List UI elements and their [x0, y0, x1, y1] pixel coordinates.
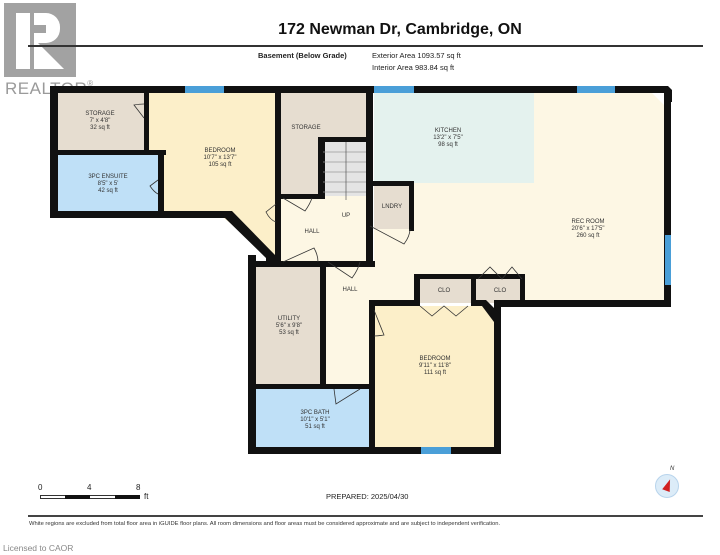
- license-watermark: Licensed to CAOR: [3, 543, 74, 553]
- svg-text:HALL: HALL: [342, 287, 358, 293]
- realtor-logo: [4, 3, 76, 77]
- svg-text:20'6" x 17'5": 20'6" x 17'5": [572, 226, 605, 232]
- stairs: [323, 141, 370, 204]
- room-labels: STORAGE 7' x 4'8" 32 sq ft 3PC ENSUITE 8…: [85, 111, 604, 430]
- svg-text:8'5" x 5': 8'5" x 5': [98, 181, 119, 187]
- svg-text:STORAGE: STORAGE: [291, 125, 320, 131]
- svg-text:KITCHEN: KITCHEN: [435, 128, 461, 134]
- svg-text:260 sq ft: 260 sq ft: [576, 233, 599, 239]
- svg-text:105 sq ft: 105 sq ft: [208, 162, 231, 168]
- svg-text:42 sq ft: 42 sq ft: [98, 188, 118, 194]
- exterior-area: Exterior Area 1093.57 sq ft: [372, 51, 461, 60]
- svg-text:9'11" x 11'8": 9'11" x 11'8": [419, 363, 451, 369]
- svg-text:32 sq ft: 32 sq ft: [90, 125, 110, 131]
- scale-tick-4: 4: [87, 483, 92, 492]
- svg-text:CLO: CLO: [438, 288, 451, 294]
- north-label: N: [670, 466, 675, 472]
- property-address-title: 172 Newman Dr, Cambridge, ON: [278, 21, 522, 38]
- header-divider: [28, 45, 703, 47]
- svg-text:UTILITY: UTILITY: [278, 316, 300, 322]
- svg-text:BEDROOM: BEDROOM: [419, 356, 450, 362]
- svg-text:53 sq ft: 53 sq ft: [279, 330, 299, 336]
- interior-area: Interior Area 983.84 sq ft: [372, 63, 455, 72]
- room-ensuite: [58, 154, 162, 211]
- disclaimer-text: White regions are excluded from total fl…: [29, 521, 501, 527]
- room-bedroom-2: [374, 306, 494, 447]
- svg-text:3PC BATH: 3PC BATH: [301, 410, 330, 416]
- svg-text:98 sq ft: 98 sq ft: [438, 142, 458, 148]
- svg-text:7' x 4'8": 7' x 4'8": [90, 118, 111, 124]
- svg-text:5'6" x 9'8": 5'6" x 9'8": [276, 323, 302, 329]
- footer-divider: [28, 515, 703, 517]
- room-hall-1: [280, 196, 370, 262]
- door-swings: [133, 103, 523, 405]
- room-bedroom-1: [148, 93, 280, 262]
- room-closet-1: [419, 279, 473, 303]
- room-rec: [374, 93, 664, 300]
- windows: [185, 86, 671, 454]
- room-storage-1: [58, 93, 148, 150]
- svg-text:BEDROOM: BEDROOM: [204, 148, 235, 154]
- svg-text:51 sq ft: 51 sq ft: [305, 424, 325, 430]
- room-laundry: [374, 186, 410, 229]
- scale-tick-0: 0: [38, 483, 43, 492]
- svg-text:111 sq ft: 111 sq ft: [424, 370, 446, 376]
- scale-unit: ft: [144, 492, 149, 501]
- svg-text:10'7" x 13'7": 10'7" x 13'7": [204, 155, 237, 161]
- scale-tick-8: 8: [136, 483, 141, 492]
- stair-treads: [323, 142, 366, 200]
- room-utility: [255, 266, 321, 384]
- compass-icon: N: [655, 466, 679, 498]
- floor-level-label: Basement (Below Grade): [258, 51, 347, 60]
- svg-text:LNDRY: LNDRY: [382, 204, 402, 210]
- room-closet-2: [476, 279, 524, 303]
- svg-text:UP: UP: [342, 213, 350, 219]
- svg-text:10'1" x 5'1": 10'1" x 5'1": [300, 417, 330, 423]
- svg-text:STORAGE: STORAGE: [85, 111, 114, 117]
- prepared-date: PREPARED: 2025/04/30: [326, 492, 409, 501]
- svg-text:REC ROOM: REC ROOM: [572, 219, 605, 225]
- room-kitchen: [374, 93, 534, 183]
- svg-text:CLO: CLO: [494, 288, 507, 294]
- walls: [50, 86, 672, 454]
- svg-text:HALL: HALL: [304, 229, 320, 235]
- svg-text:3PC ENSUITE: 3PC ENSUITE: [88, 174, 127, 180]
- room-bath: [255, 388, 374, 447]
- room-hall-2: [326, 262, 374, 387]
- svg-text:13'2" x 7'5": 13'2" x 7'5": [433, 135, 463, 141]
